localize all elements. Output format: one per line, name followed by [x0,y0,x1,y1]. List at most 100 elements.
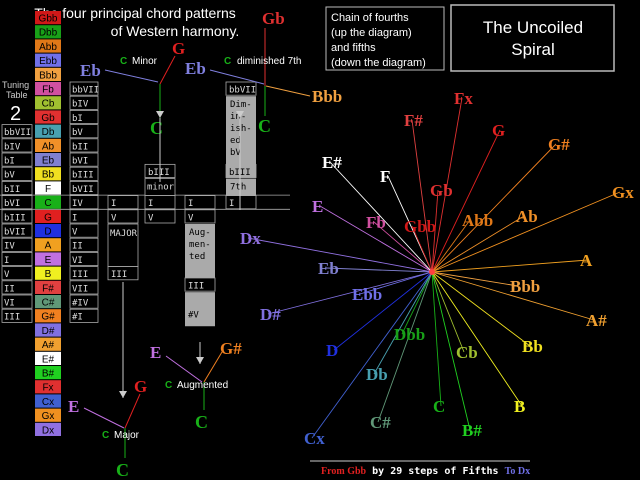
roman-cell-box [1,180,33,195]
major-body [107,223,139,267]
note-cell: Db [42,127,55,138]
name-box [450,4,615,72]
note-cell-bg [35,280,61,294]
spiral-note: D# [260,305,281,324]
roman-cell: #IV [72,299,89,309]
aug-cell-iii: III [188,281,204,291]
note-cell-bg [35,53,61,67]
roman-cell-box [69,308,99,323]
spiral-star: GxAA#BbbBbBCbCB#DbbDbC#CxDD#EbbEbDxEFbE#… [240,89,634,448]
note-cell: B# [42,369,55,380]
spiral-ray [431,219,471,273]
chain-box [325,6,445,71]
note-cell: Abb [39,42,57,53]
note-cell-bg [35,323,61,337]
roman-cell: IV [4,242,15,252]
roman-cell: bIV [4,142,21,152]
note-cell-bg [35,408,61,422]
dim-cell-bv: bV [230,148,241,158]
tree-line [124,393,141,429]
spiral-note: C# [370,413,391,432]
note-cell: Ebb [39,56,57,67]
spiral-note: F# [404,111,423,130]
spiral-ray [431,97,463,273]
roman-cell-box [69,180,99,195]
major-note-g: G [134,377,147,396]
aug-note-c: C [195,412,208,432]
chain-line1: Chain of fourths [331,12,409,24]
roman-cell: I [4,256,9,266]
major-arrow-head [119,391,127,398]
title-line1: The four principal chord patterns [34,5,236,21]
roman-cell: bI [72,114,83,124]
footer-middle: by 29 steps of Fifths [366,465,504,477]
roman-cell: bIII [72,171,94,181]
spiral-ray [411,119,433,273]
roman-cell: bVII [72,185,94,195]
note-cell-bg [35,110,61,124]
note-cell: Gx [42,411,55,422]
roman-cell: bIII [4,213,26,223]
note-cell-bg [35,238,61,252]
note-cell: Bb [42,170,55,181]
spiral-note: E [312,197,323,216]
roman-cell: bII [72,142,88,152]
spiral-ray [325,267,433,273]
note-cell-bg [35,266,61,280]
note-cell: C# [42,298,55,309]
roman-cell-box [1,223,33,238]
spiral-ray [311,271,433,439]
spiral-note: Dbb [394,325,425,344]
note-cell-bg [35,295,61,309]
note-cell: Bbb [39,70,57,81]
roman-cell: bV [72,128,83,138]
spiral-note: E# [322,153,342,172]
spiral-note: Db [366,365,388,384]
note-cell: A [45,241,52,252]
roman-cell-box [1,209,33,224]
note-cell: Fx [42,383,53,394]
dim-cell-bbvii-box [225,81,257,96]
roman-cell: III [72,270,88,280]
minor-cell-biii: bIII [148,168,170,178]
aug-cell-v: V [188,213,194,223]
roman-cell-box [1,195,33,210]
tree-line [203,351,223,383]
spiral-ray [431,271,471,431]
roman-cell: IV [72,199,83,209]
roman-cell-box [1,251,33,266]
major-cell-i: I [111,199,116,209]
major-cell-v: V [111,213,117,223]
roman-cell-box [69,152,99,167]
roman-cell-box [1,237,33,252]
spiral-ray [431,191,621,273]
note-cell: A# [42,340,55,351]
tuning-label2: Table [6,90,28,100]
note-cell-bg [35,252,61,266]
major-cell-iii-box [107,266,139,281]
aug-cell-sharp-v: #V [188,311,199,321]
tuning-number: 2 [10,103,21,125]
roman-cell-box [69,294,99,309]
aug-cell-i: I [188,199,193,209]
note-cell: Gbb [39,14,58,25]
aug-note-e: E [150,343,161,362]
spiral-ray [431,271,519,287]
spiral-note: Gbb [404,217,436,236]
roman-cell-box [1,152,33,167]
minor-label: minor [147,183,175,193]
dim-label: diminished 7th [237,56,301,67]
footer-to: To Dx [505,466,530,477]
spiral-ray [431,215,525,273]
minor-root-tag: C [120,56,127,67]
dim-note-bbb: Bbb [312,87,342,106]
minor-note-c: C [150,118,163,138]
roman-cell-box [1,280,33,295]
note-cell-bg [35,224,61,238]
roman-cell: bVI [4,199,20,209]
chain-line2: (up the diagram) [331,27,412,39]
major-label: MAJOR [110,229,138,239]
minor-arrow-head [156,111,164,118]
note-cell: D [44,227,51,238]
